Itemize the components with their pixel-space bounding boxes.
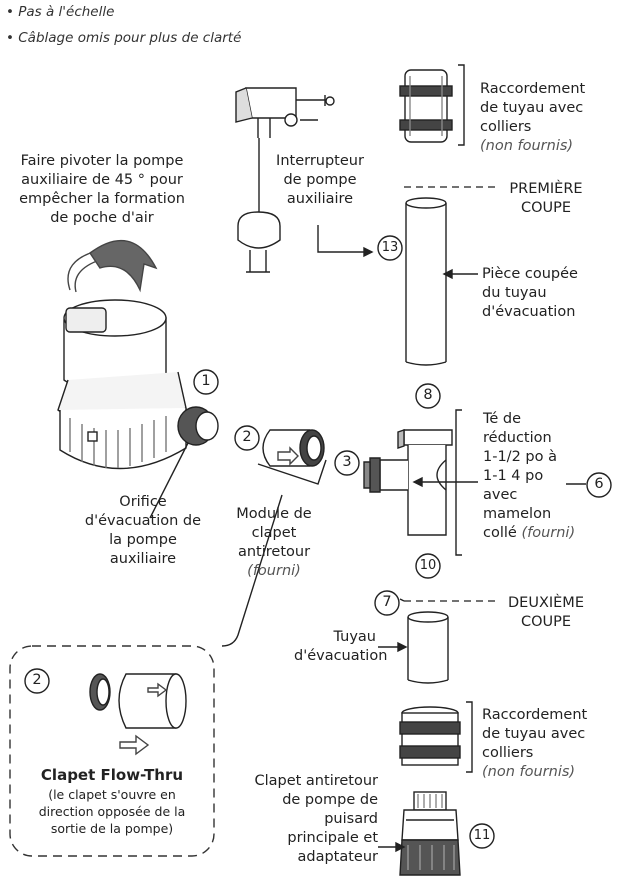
cut-pipe-illustration [405,197,447,366]
main-check-valve-illustration [399,791,461,876]
flow-thru-box [9,645,215,857]
callout-2: 2 [242,429,252,445]
bottom-coupling-illustration [399,701,473,773]
flow-thru-title: Clapet Flow-Thru [40,766,184,784]
discharge-pipe-illustration [407,611,449,684]
callout-6: 6 [594,476,604,492]
callout-circles [24,235,612,849]
reducing-tee-illustration [363,409,462,556]
callout-10: 10 [419,558,437,573]
note-wiring-omitted: • Câblage omis pour plus de clarté [6,30,242,46]
callout-7: 7 [382,594,392,610]
flow-thru-detail-illustration [89,673,187,756]
aux-pump-illustration [57,239,219,519]
flow-thru-leader [221,494,283,647]
callout-1: 1 [201,373,211,389]
switch-arrow [317,225,372,253]
note-not-to-scale: • Pas à l'échelle [6,4,115,20]
callout-13: 13 [381,240,399,255]
callout-2-detail: 2 [32,672,42,688]
check-valve-module-illustration [257,429,327,485]
top-coupling-illustration [399,64,465,146]
callout-3: 3 [342,454,352,470]
callout-11: 11 [473,828,491,843]
float-switch-illustration [235,87,335,273]
callout-8: 8 [423,387,433,403]
